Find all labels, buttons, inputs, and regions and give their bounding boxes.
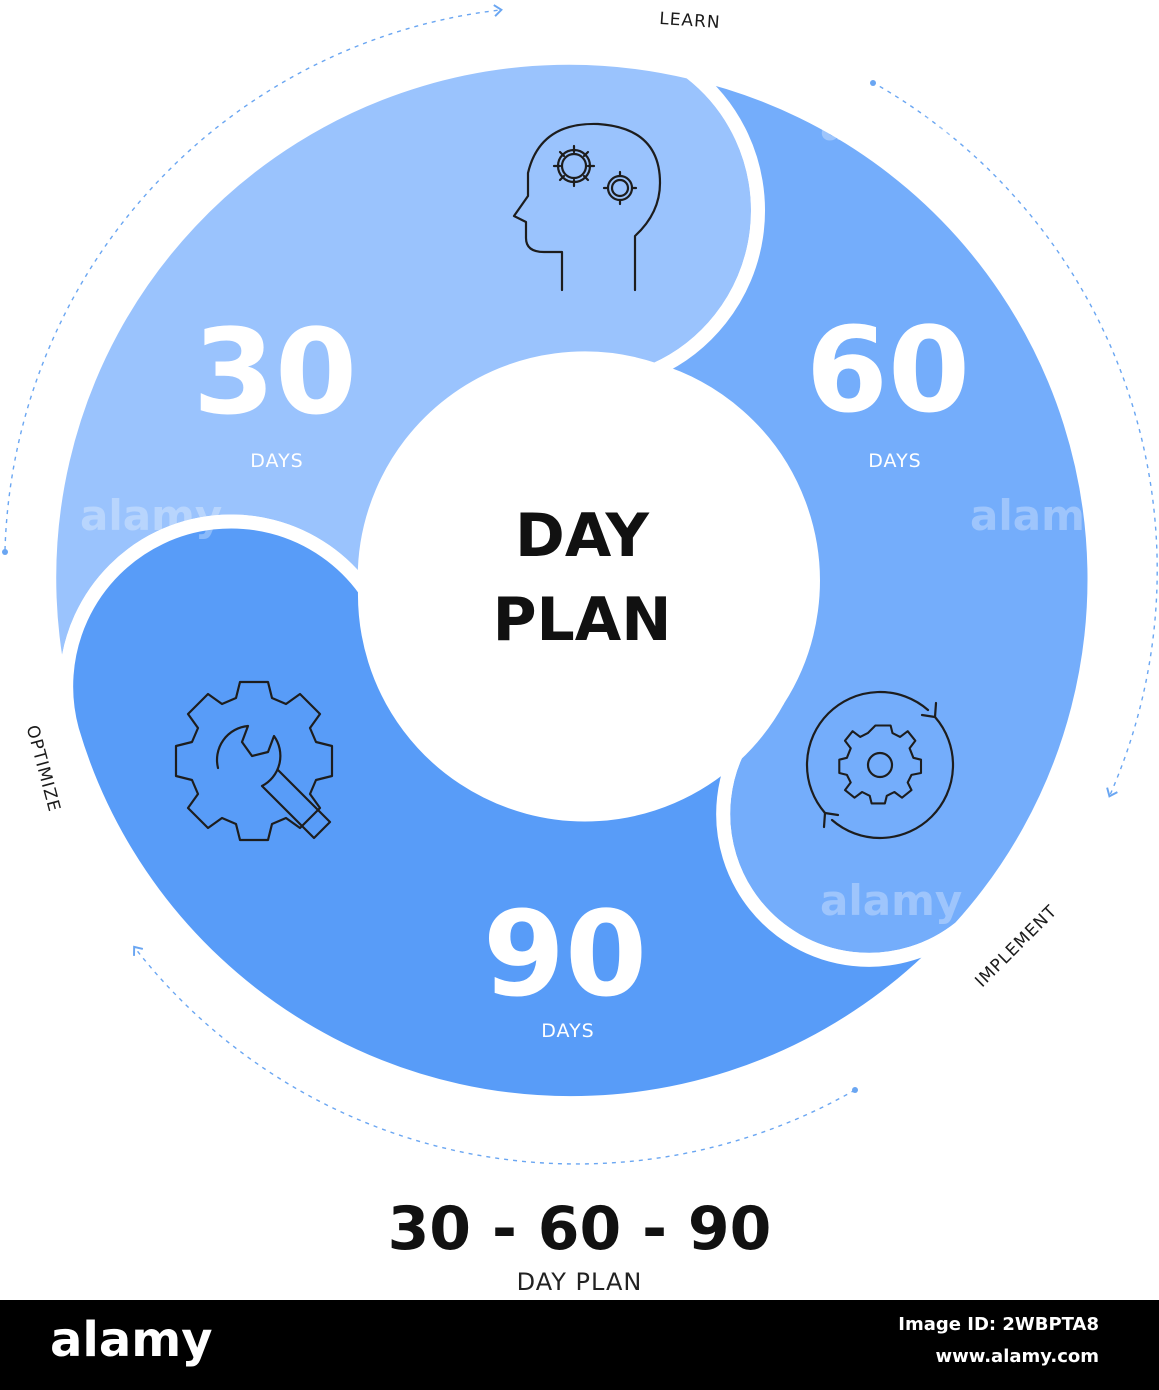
footer-title: 30 - 60 - 90 — [387, 1194, 772, 1264]
gear-wrench-icon — [174, 680, 334, 842]
segment-90-days: DAYS — [541, 1020, 595, 1042]
head-gears-icon — [512, 122, 662, 292]
watermark-text: alamy — [80, 491, 222, 540]
cycle-diagram: alamy alamy alamy alamy 30 DAYS 60 DAYS … — [2, 4, 1158, 1165]
image-id-label: Image ID: 2WBPTA8 — [898, 1314, 1099, 1335]
watermark-text: alamy — [820, 101, 962, 150]
segment-60-days: DAYS — [868, 450, 922, 472]
watermark-bar: alamy Image ID: 2WBPTA8 www.alamy.com — [0, 1300, 1159, 1390]
segment-90-number: 90 — [483, 885, 647, 1023]
stage-label-implement: IMPLEMENT — [971, 901, 1061, 991]
segment-30-days: DAYS — [250, 450, 304, 472]
gear-cycle-icon — [805, 690, 955, 840]
center-title-line1: DAY — [515, 501, 650, 571]
brand-logo: alamy — [50, 1312, 213, 1368]
center-title-line2: PLAN — [493, 585, 672, 655]
arrow-start-dot — [870, 80, 876, 86]
segment-30-number: 30 — [193, 303, 357, 441]
arrow-start-dot — [2, 549, 8, 555]
ring — [42, 50, 1102, 1111]
stage-label-optimize: OPTIMIZE — [22, 723, 64, 814]
watermark-text: alamy — [970, 491, 1112, 540]
footer-subtitle: DAY PLAN — [516, 1268, 643, 1296]
arrow-learn — [4, 4, 503, 551]
segment-60-number: 60 — [806, 301, 970, 439]
watermark-overlay: alamy alamy alamy alamy — [80, 101, 1112, 925]
arrow-optimize — [133, 945, 856, 1165]
stage-label-learn: LEARN — [659, 9, 722, 33]
arrow-start-dot — [852, 1087, 858, 1093]
segment-90 — [59, 514, 966, 1111]
brand-url-label: www.alamy.com — [935, 1346, 1099, 1367]
watermark-text: alamy — [820, 876, 962, 925]
center-circle — [372, 370, 792, 790]
outer-cycle-arrows — [4, 4, 1158, 1165]
